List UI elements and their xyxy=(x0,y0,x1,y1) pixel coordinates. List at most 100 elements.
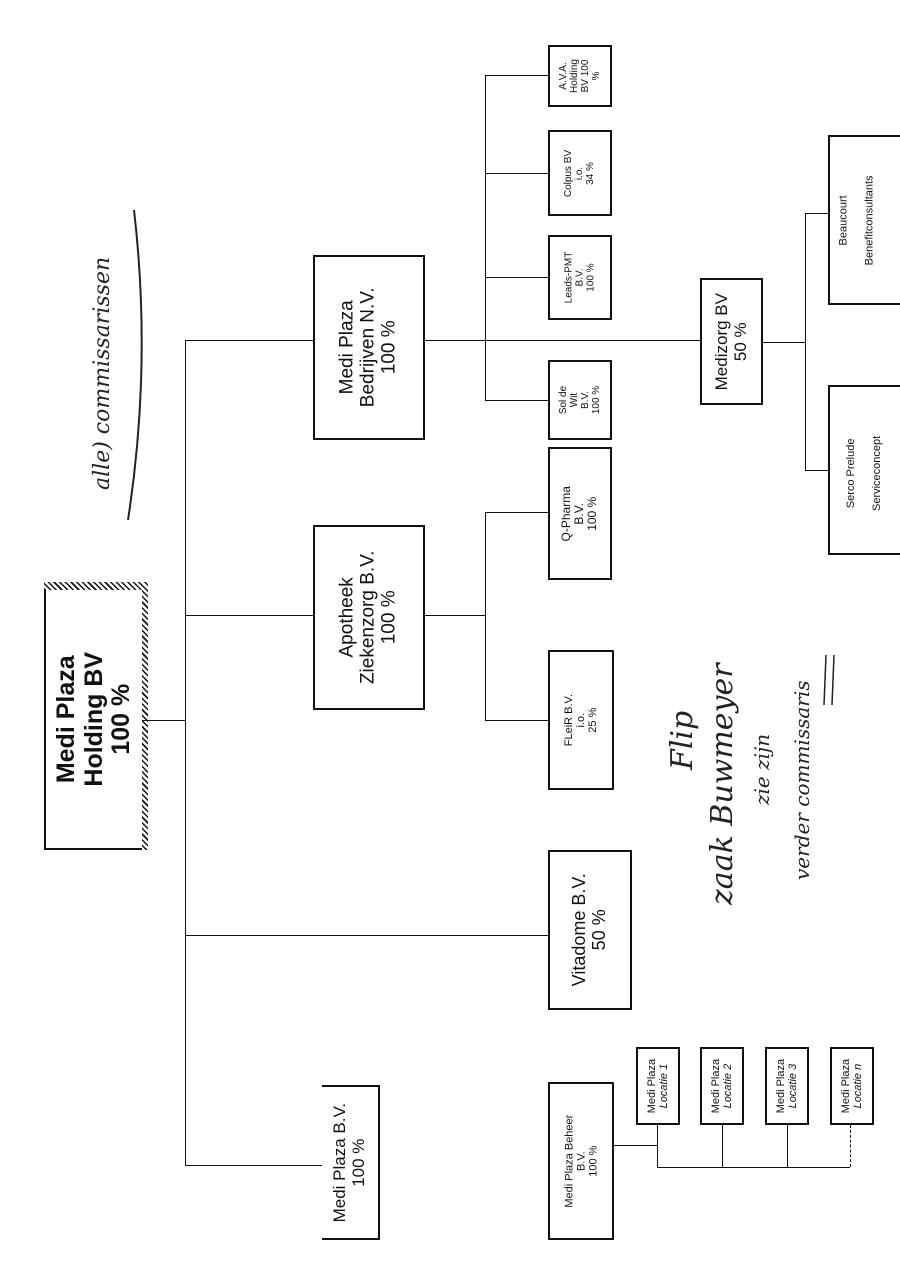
handwritten-note-zaak: zaak Buwmeyer xyxy=(705,663,740,905)
connector xyxy=(425,615,485,616)
label: Wit xyxy=(568,392,580,408)
connector xyxy=(485,512,548,513)
label: Medi Plaza xyxy=(774,1058,787,1114)
label: 100 % xyxy=(590,385,602,415)
connector xyxy=(763,342,805,343)
label: i.o. xyxy=(574,712,587,728)
connector xyxy=(805,213,828,214)
holding-name-2: Holding BV xyxy=(79,651,108,787)
label: Vitadome B.V. xyxy=(569,873,590,987)
connector xyxy=(657,1125,658,1167)
connector xyxy=(805,470,828,471)
label: Serco Prelude xyxy=(845,438,858,509)
beaucourt-box: Beaucourt Benefitconsultants xyxy=(828,135,900,305)
label: 100 % xyxy=(585,496,600,531)
handwritten-note-verder: verder commissaris xyxy=(790,680,814,881)
label: Medi Plaza xyxy=(645,1058,658,1114)
label: B.V. xyxy=(579,391,591,409)
label: 34 % xyxy=(585,161,597,185)
label: i.o. xyxy=(574,166,586,180)
label: Locatie 3 xyxy=(787,1063,800,1109)
label: Apotheek xyxy=(336,577,358,658)
label: Sol de xyxy=(557,385,569,415)
fleir-box: FLeiR B.V.i.o.25 % xyxy=(548,650,614,790)
label: B.V. xyxy=(574,268,586,287)
label: 100 % xyxy=(587,1145,600,1177)
label: 100 % xyxy=(349,1138,369,1187)
label: Medi Plaza B.V. xyxy=(330,1102,350,1223)
holding-pct: 100 % xyxy=(106,683,135,755)
vitadome-box: Vitadome B.V.50 % xyxy=(548,850,632,1010)
serco-box: Serco Prelude Serviceconcept xyxy=(828,385,900,555)
label: BV 100 xyxy=(579,59,591,93)
label: Medi Plaza xyxy=(709,1058,722,1114)
handwritten-note-flip: Flip xyxy=(665,710,700,770)
connector xyxy=(485,75,548,76)
connector xyxy=(485,512,486,720)
connector xyxy=(185,340,313,341)
label: Medizorg BV xyxy=(711,292,731,391)
connector xyxy=(485,173,548,174)
connector xyxy=(425,340,700,341)
label: 100 % xyxy=(378,320,400,375)
label: Colpus BV xyxy=(563,149,575,197)
label: % xyxy=(590,71,602,81)
label: Medi Plaza Beheer xyxy=(562,1114,575,1208)
label: Locatie n xyxy=(852,1063,865,1109)
label: 50 % xyxy=(730,322,750,361)
label: 100 % xyxy=(378,590,400,645)
connector xyxy=(485,75,486,400)
label: 25 % xyxy=(587,707,600,733)
label: Locatie 1 xyxy=(658,1063,671,1109)
label: 50 % xyxy=(589,909,609,951)
label: Ziekenzorg B.V. xyxy=(357,550,379,685)
handwritten-note-zie: zie zijn xyxy=(750,733,774,805)
label: Serviceconcept xyxy=(872,435,884,511)
connector xyxy=(805,213,806,470)
connector xyxy=(722,1125,723,1167)
holding-name: Medi Plaza xyxy=(51,655,80,783)
label: 100 % xyxy=(585,263,597,292)
handwritten-double-underline xyxy=(823,654,835,706)
connector xyxy=(850,1125,851,1167)
connector xyxy=(185,615,313,616)
handwritten-note-commissarissen: alle) commissarissen xyxy=(90,256,115,490)
label: Holding xyxy=(568,59,580,93)
label: Medi Plaza xyxy=(336,300,358,395)
connector xyxy=(185,935,548,936)
connector xyxy=(185,1165,325,1166)
label: Medi Plaza xyxy=(839,1058,852,1114)
medi-plaza-bv-box: Medi Plaza B.V.100 % xyxy=(322,1085,380,1240)
label: A.V.A. xyxy=(557,62,569,90)
label: Locatie 2 xyxy=(722,1063,735,1109)
connector xyxy=(657,1167,850,1168)
holding-hatch-top xyxy=(44,582,148,590)
connector xyxy=(614,1145,657,1146)
connector xyxy=(185,340,186,1165)
connector xyxy=(485,720,548,721)
connector xyxy=(485,277,548,278)
label: Leads-PMT xyxy=(563,251,575,304)
label: FLeiR B.V. xyxy=(562,693,575,747)
connector xyxy=(787,1125,788,1167)
label: Benefitconsultants xyxy=(863,175,876,265)
label: Bedrijven N.V. xyxy=(357,287,379,408)
handwritten-underline-curve xyxy=(127,209,143,521)
connector xyxy=(142,720,185,721)
label: B.V. xyxy=(574,1151,587,1171)
label: Beaucourt xyxy=(837,194,850,246)
